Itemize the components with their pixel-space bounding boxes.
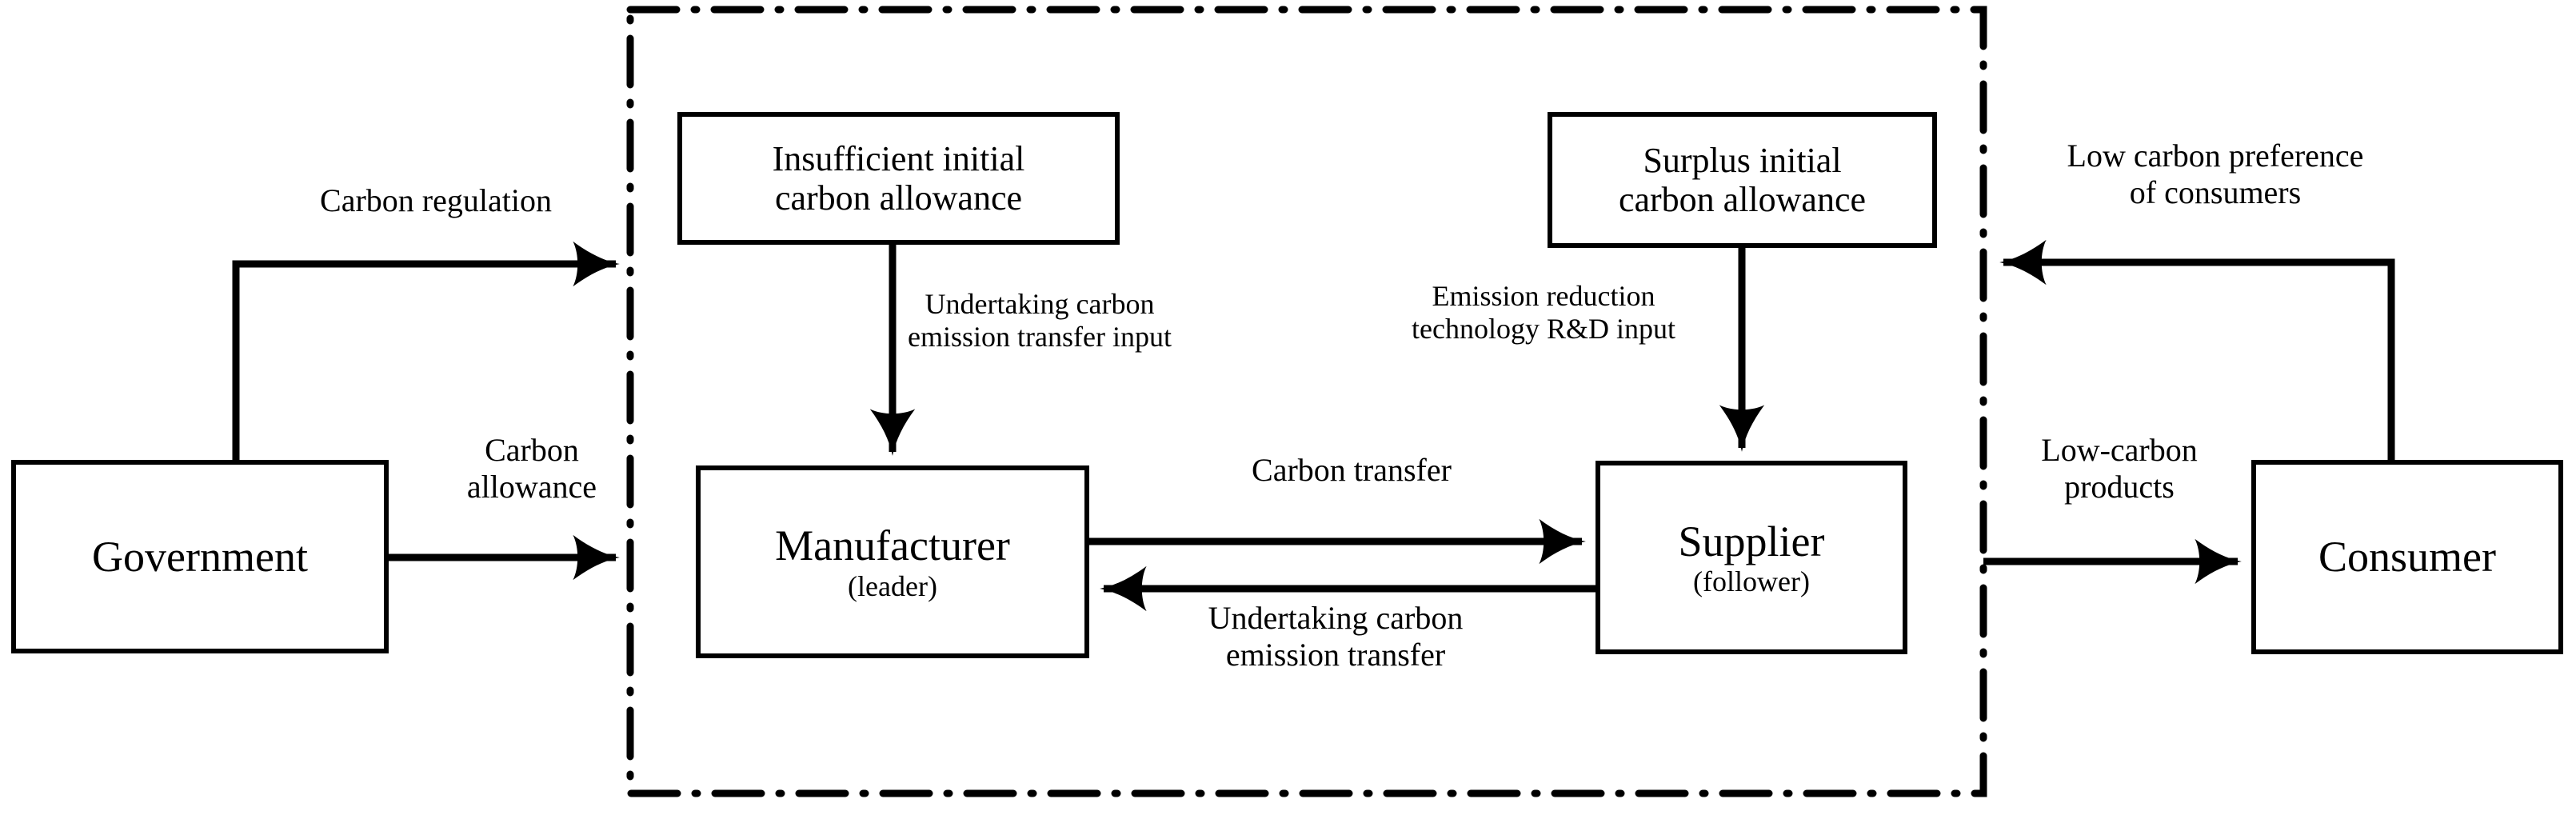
node-insufficient-initial-carbon-allowance[interactable]: Insufficient initial carbon allowance <box>677 112 1120 245</box>
node-manufacturer-label: Manufacturer <box>775 521 1010 570</box>
node-government[interactable]: Government <box>11 460 389 653</box>
node-insufficient-line1: Insufficient initial <box>772 138 1025 178</box>
edge-label-low-carbon-preference-of-consumers: Low carbon preference of consumers <box>2067 138 2364 210</box>
node-manufacturer-role: (leader) <box>848 569 937 602</box>
node-surplus-initial-carbon-allowance[interactable]: Surplus initial carbon allowance <box>1548 112 1937 248</box>
supply-chain-boundary <box>626 6 1987 797</box>
edge-label-carbon-regulation: Carbon regulation <box>320 182 552 218</box>
edge-label-undertaking-carbon-emission-transfer: Undertaking carbon emission transfer <box>1208 600 1464 673</box>
node-surplus-line2: carbon allowance <box>1618 180 1867 219</box>
edge-carbon-regulation <box>232 241 620 460</box>
edge-label-undertaking-carbon-emission-transfer-input: Undertaking carbon emission transfer inp… <box>908 288 1172 354</box>
node-consumer-label: Consumer <box>2318 533 2496 581</box>
edge-label-low-carbon-products: Low-carbon products <box>2041 432 2198 505</box>
node-supplier-role: (follower) <box>1693 565 1810 598</box>
node-consumer[interactable]: Consumer <box>2251 460 2563 654</box>
node-insufficient-line2: carbon allowance <box>774 178 1023 218</box>
edge-label-emission-reduction-technology-rnd-input: Emission reduction technology R&D input <box>1412 280 1675 346</box>
node-supplier-label: Supplier <box>1678 517 1825 565</box>
edge-low-carbon-preference <box>1999 239 2395 460</box>
node-supplier[interactable]: Supplier (follower) <box>1596 461 1907 654</box>
edge-label-carbon-transfer: Carbon transfer <box>1252 452 1452 488</box>
node-government-label: Government <box>92 532 308 581</box>
node-surplus-line1: Surplus initial <box>1643 140 1842 180</box>
edge-label-carbon-allowance: Carbon allowance <box>466 432 597 505</box>
node-manufacturer[interactable]: Manufacturer (leader) <box>696 465 1089 658</box>
